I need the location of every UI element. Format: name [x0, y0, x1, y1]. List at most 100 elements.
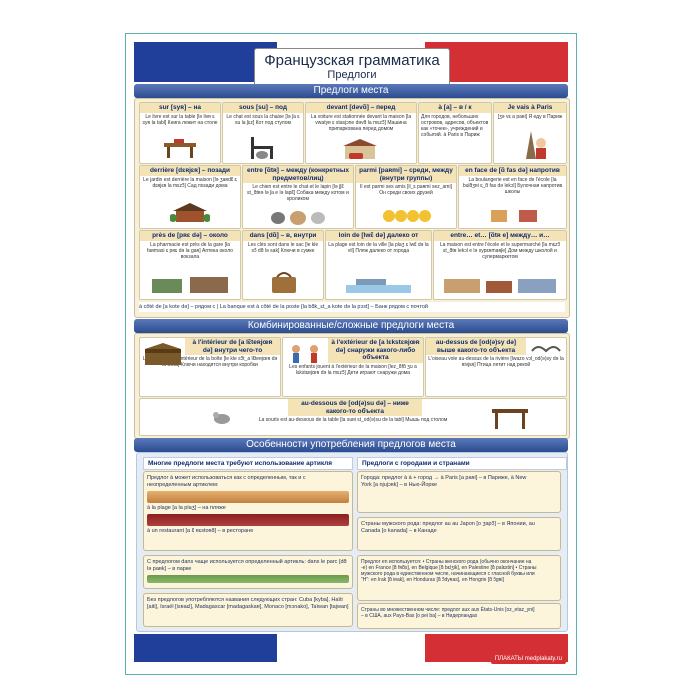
bird-icon: [531, 346, 561, 353]
box-plural: Страны во множественном числе: предлог a…: [357, 603, 561, 629]
cell-au-dessus: au-dessus de [od(ə)sy də] выше какого-то…: [425, 337, 567, 397]
cell-header: parmi [paʀmi] – среди, между (внутри гру…: [356, 166, 456, 183]
cell-text: Для городов, небольших островов, адресов…: [421, 113, 489, 138]
cell-header: loin de [lwɛ̃ də] далеко от: [326, 231, 431, 241]
cell-text: Le jardin est derrière la maison [lə ʒaʀ…: [143, 176, 237, 189]
bakery-school-icon: [491, 210, 537, 222]
cell-interieur: à l'intérieur de [a lɛ̃teʀjœʀ də] внутри…: [139, 337, 281, 397]
cell-devant: devant [dəvɑ̃] – перед La voiture est st…: [305, 102, 417, 164]
section-header-combined: Комбинированные/сложные предлоги места: [134, 319, 568, 333]
cell-header: à l'extérieur de [a lɛkstɛʀjœʀ də] снару…: [328, 338, 423, 363]
dog-cat-rabbit-icon: [271, 211, 325, 225]
children-playing-icon: [292, 345, 318, 363]
box-text: à la plage [a la plaʒ] – на пляже: [147, 505, 226, 511]
poster: Французская грамматика Предлоги Предлоги…: [125, 33, 577, 675]
cell-text: Les clés sont dans le sac [le kle sɔ̃ dɑ…: [247, 241, 319, 254]
cell-text: Le chien est entre le chat et le lapin […: [247, 184, 349, 202]
restaurant-image: [147, 514, 349, 526]
cell-exterieur: à l'extérieur de [a lɛkstɛʀjœʀ də] снару…: [282, 337, 424, 397]
section-header-features: Особенности употребления предлогов места: [134, 438, 568, 452]
box-no-preposition: Без предлогов употребляются названия сле…: [143, 593, 353, 627]
cell-text: Les enfants jouent à l'extérieur de la m…: [289, 363, 417, 376]
house-car-icon: [343, 139, 377, 159]
cell-text: Il est parmi ses amis [il_ɛ paʀmi sez_am…: [360, 184, 452, 196]
box-text: à un restaurant [a ɛ̃ ʀɛstoʀɑ̃] – в рест…: [147, 528, 254, 534]
cell-header: dans [dɑ̃] – в, внутри: [243, 231, 323, 241]
cell-en-face: en face de [ɑ̃ fas də] напротив La boula…: [458, 165, 567, 229]
cell-header: derrière [dɛʀjɛʀ] – позади: [140, 166, 240, 176]
box-cities: Города: предлог à à + город → à Paris [a…: [357, 471, 561, 513]
cell-header: près de [pʀɛ də] – около: [140, 231, 240, 241]
chair-cat-icon: [251, 137, 273, 159]
page-title: Французская грамматика: [264, 52, 440, 69]
places-panel: sur [syʀ] – на Le livre est sur la table…: [134, 98, 570, 318]
page-subtitle: Предлоги: [327, 69, 377, 81]
cell-header: entre… et… [ɑ̃tʀ e] между… и…: [434, 231, 566, 241]
cell-text: [ʒə vɛ a paʀi] Я еду в Париж: [497, 113, 563, 120]
box-article-dans: С предлогом dans чаще используется опред…: [143, 555, 353, 589]
cell-entre-et: entre… et… [ɑ̃tʀ e] между… и… La maison …: [433, 230, 567, 300]
cell-au-dessous: au-dessous de [od(ə)su də] – ниже какого…: [139, 398, 567, 436]
features-panel: Многие предлоги места требуют использова…: [136, 452, 568, 632]
cell-derriere: derrière [dɛʀjɛʀ] – позади Le jardin est…: [139, 165, 241, 229]
cell-text: La voiture est stationnée devant la mais…: [310, 113, 412, 132]
house-garden-icon: [170, 203, 210, 222]
box-text: Без предлогов употребляются названия сле…: [147, 597, 349, 610]
cell-parmi: parmi [paʀmi] – среди, между (внутри гру…: [355, 165, 457, 229]
cell-text: La pharmacie est près de la gare [la faʀ…: [147, 241, 233, 260]
box-text: Страны мужского рода: предлог au au Japo…: [361, 521, 535, 534]
right-header: Предлоги с городами и странами: [357, 457, 567, 470]
cell-header: en face de [ɑ̃ fas də] напротив: [459, 166, 566, 176]
cell-header: sous [su] – под: [223, 103, 303, 113]
cell-header: au-dessus de [od(ə)sy də] выше какого-то…: [426, 338, 526, 355]
cell-pres: près de [pʀɛ də] – около La pharmacie es…: [139, 230, 241, 300]
box-en: Предлог en используется: • Страны женско…: [357, 555, 561, 601]
bag-icon: [272, 272, 296, 293]
box-text: Города: предлог à à + город → à Paris [a…: [361, 475, 527, 488]
beach-city-icon: [346, 279, 411, 293]
cell-header: devant [dəvɑ̃] – перед: [306, 103, 416, 113]
cell-entre: entre [ɑ̃tʀ] – между (конкретных предмет…: [242, 165, 354, 229]
cell-header: entre [ɑ̃tʀ] – между (конкретных предмет…: [243, 166, 353, 183]
cell-text: La boulangerie est en face de l'école [l…: [462, 176, 563, 195]
cell-text: Le chat est sous la chaise [lə ʃa ɛ su l…: [226, 113, 300, 126]
box-article-a: Предлог à может использоваться как с опр…: [143, 471, 353, 551]
school-house-market-icon: [444, 279, 556, 293]
cell-header: sur [syʀ] – на: [140, 103, 220, 113]
box-text: Предлог en используется: • Страны женско…: [361, 559, 537, 583]
cell-je-vais: Je vais à Paris [ʒə vɛ a paʀi] Я еду в П…: [493, 102, 567, 164]
cell-a: à [a] – в / к Для городов, небольших ост…: [418, 102, 492, 164]
cell-dans: dans [dɑ̃] – в, внутри Les clés sont dan…: [242, 230, 324, 300]
combined-panel: à l'intérieur de [a lɛ̃teʀjœʀ də] внутри…: [134, 333, 570, 439]
cell-header: Je vais à Paris: [494, 103, 566, 113]
left-header: Многие предлоги места требуют использова…: [143, 457, 353, 470]
cell-text: L'oiseau vole au-dessus de la rivière [l…: [428, 356, 564, 368]
publisher-logo: ПЛАКАТЫ medplakaty.ru: [490, 654, 566, 664]
box-masculine: Страны мужского рода: предлог au au Japo…: [357, 517, 561, 551]
cell-sur: sur [syʀ] – на Le livre est sur la table…: [139, 102, 221, 164]
cell-text: La plage est loin de la ville [la plaʒ ɛ…: [328, 241, 429, 254]
table-book-icon: [164, 139, 196, 158]
park-image: [147, 575, 349, 583]
mouse-icon: [213, 412, 230, 424]
cell-sous: sous [su] – под Le chat est sous la chai…: [222, 102, 304, 164]
box-text: Предлог à может использоваться как с опр…: [147, 475, 306, 488]
cell-loin: loin de [lwɛ̃ də] далеко от La plage est…: [325, 230, 432, 300]
cell-text: La souris est au-dessous de la table [la…: [258, 417, 448, 423]
cell-text: La maison est entre l'école et le superm…: [439, 241, 561, 260]
box-text: С предлогом dans чаще используется опред…: [147, 559, 347, 572]
row-a-cote-de: à côté de [a kote də] – рядом с | La ban…: [139, 302, 565, 312]
eiffel-tower-icon: [526, 131, 546, 159]
cell-header: à [a] – в / к: [419, 103, 491, 113]
box-text: Страны во множественном числе: предлог a…: [361, 607, 535, 619]
table-icon: [492, 409, 528, 429]
section-header-places: Предлоги места: [134, 84, 568, 98]
pharmacy-station-icon: [152, 277, 228, 293]
chicks-group-icon: [383, 210, 431, 222]
cell-text: Le livre est sur la table [lə livʀ ɛ syʀ…: [142, 113, 218, 126]
beach-image: [147, 491, 349, 503]
cell-text: Les clés sont à l'intérieur de la boîte …: [142, 356, 278, 368]
cell-header: au-dessous de [od(ə)su də] – ниже какого…: [288, 399, 422, 416]
box-icon: [145, 343, 181, 365]
cell-header: à l'intérieur de [a lɛ̃teʀjœʀ də] внутри…: [185, 338, 280, 355]
